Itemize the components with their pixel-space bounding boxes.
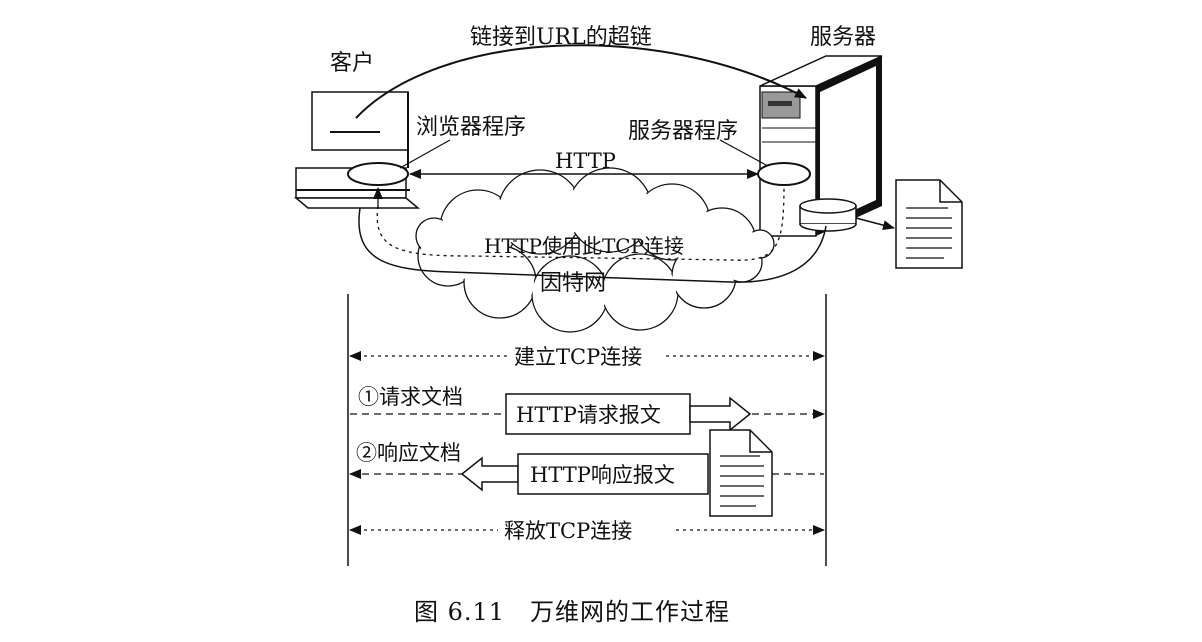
server-computer [757, 55, 883, 237]
figure-number: 图 6.11 [414, 598, 505, 626]
tcp-connection-dotted [376, 185, 785, 261]
hyperlink-label: 链接到URL的超链 [470, 25, 652, 50]
disk-to-document-arrow [855, 217, 895, 231]
request-hollow-arrow [689, 396, 752, 432]
client-computer [293, 91, 421, 209]
figure-title: 万维网的工作过程 [530, 598, 730, 626]
server-program-node [757, 162, 811, 186]
browser-label-pointer [399, 139, 451, 169]
tcp-physical-link [358, 207, 827, 283]
client-monitor [311, 91, 409, 151]
release-tcp-label: 释放TCP连接 [504, 519, 632, 543]
browser-program-label: 浏览器程序 [416, 115, 526, 140]
client-label: 客户 [330, 51, 374, 76]
request-document-label: ①请求文档 [358, 385, 463, 409]
internet-cloud-fill [418, 170, 772, 330]
response-document-label: ②响应文档 [356, 441, 461, 465]
server-disk [799, 198, 857, 232]
server-label-pointer [719, 139, 769, 167]
web-document-icon [895, 179, 963, 269]
http-response-label: HTTP响应报文 [530, 463, 675, 487]
http-label: HTTP [555, 149, 616, 173]
server-label: 服务器 [810, 25, 876, 50]
response-hollow-arrow [460, 456, 519, 492]
http-response-box [517, 453, 709, 495]
hyperlink-arrow [355, 44, 807, 119]
browser-program-node [347, 162, 409, 186]
response-document-icon [709, 429, 773, 517]
establish-tcp-label: 建立TCP连接 [514, 345, 642, 369]
http-request-label: HTTP请求报文 [516, 403, 661, 427]
server-program-label: 服务器程序 [628, 119, 738, 144]
internet-label: 因特网 [540, 271, 606, 296]
http-request-box [505, 393, 691, 435]
tcp-usage-label: HTTP使用此TCP连接 [484, 234, 684, 258]
